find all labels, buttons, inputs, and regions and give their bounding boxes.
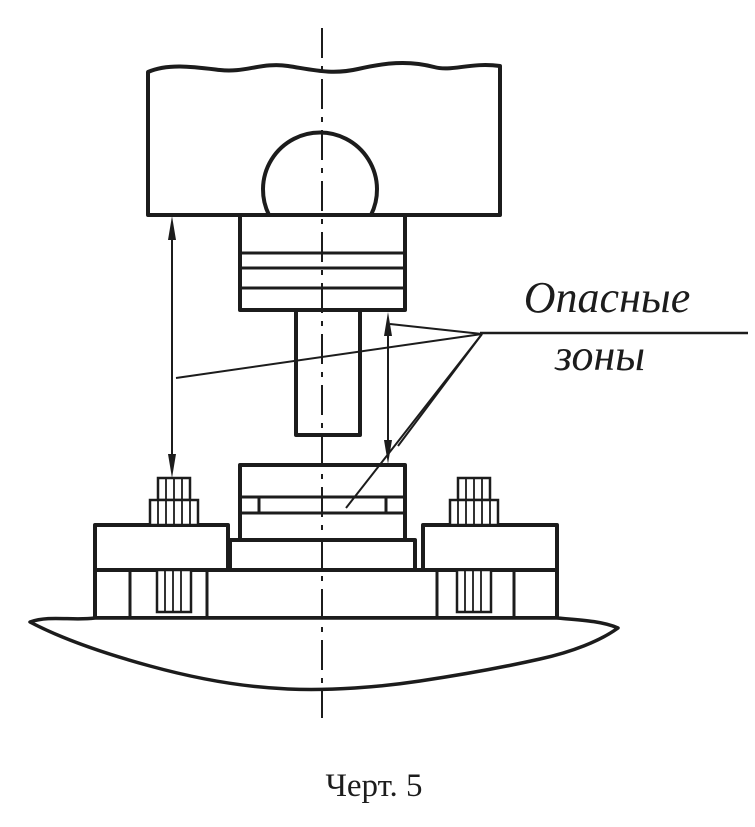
right-clamp-bolt [448,476,500,614]
leader-lines [175,323,748,509]
table-break-edge [28,616,620,692]
figure-caption: Черт. 5 [325,768,422,804]
right-clamp [421,523,559,572]
left-danger-zone-arrow [168,216,176,478]
danger-zones-label-line2: зоны [554,331,645,380]
left-clamp-bolt [148,476,200,614]
left-clamp [93,523,230,572]
ball-seat-dome [261,130,379,216]
punch [294,308,362,437]
press-ram [146,60,502,217]
right-danger-zone-arrow [384,312,392,464]
danger-zones-label-line1: Опасные [524,273,690,322]
